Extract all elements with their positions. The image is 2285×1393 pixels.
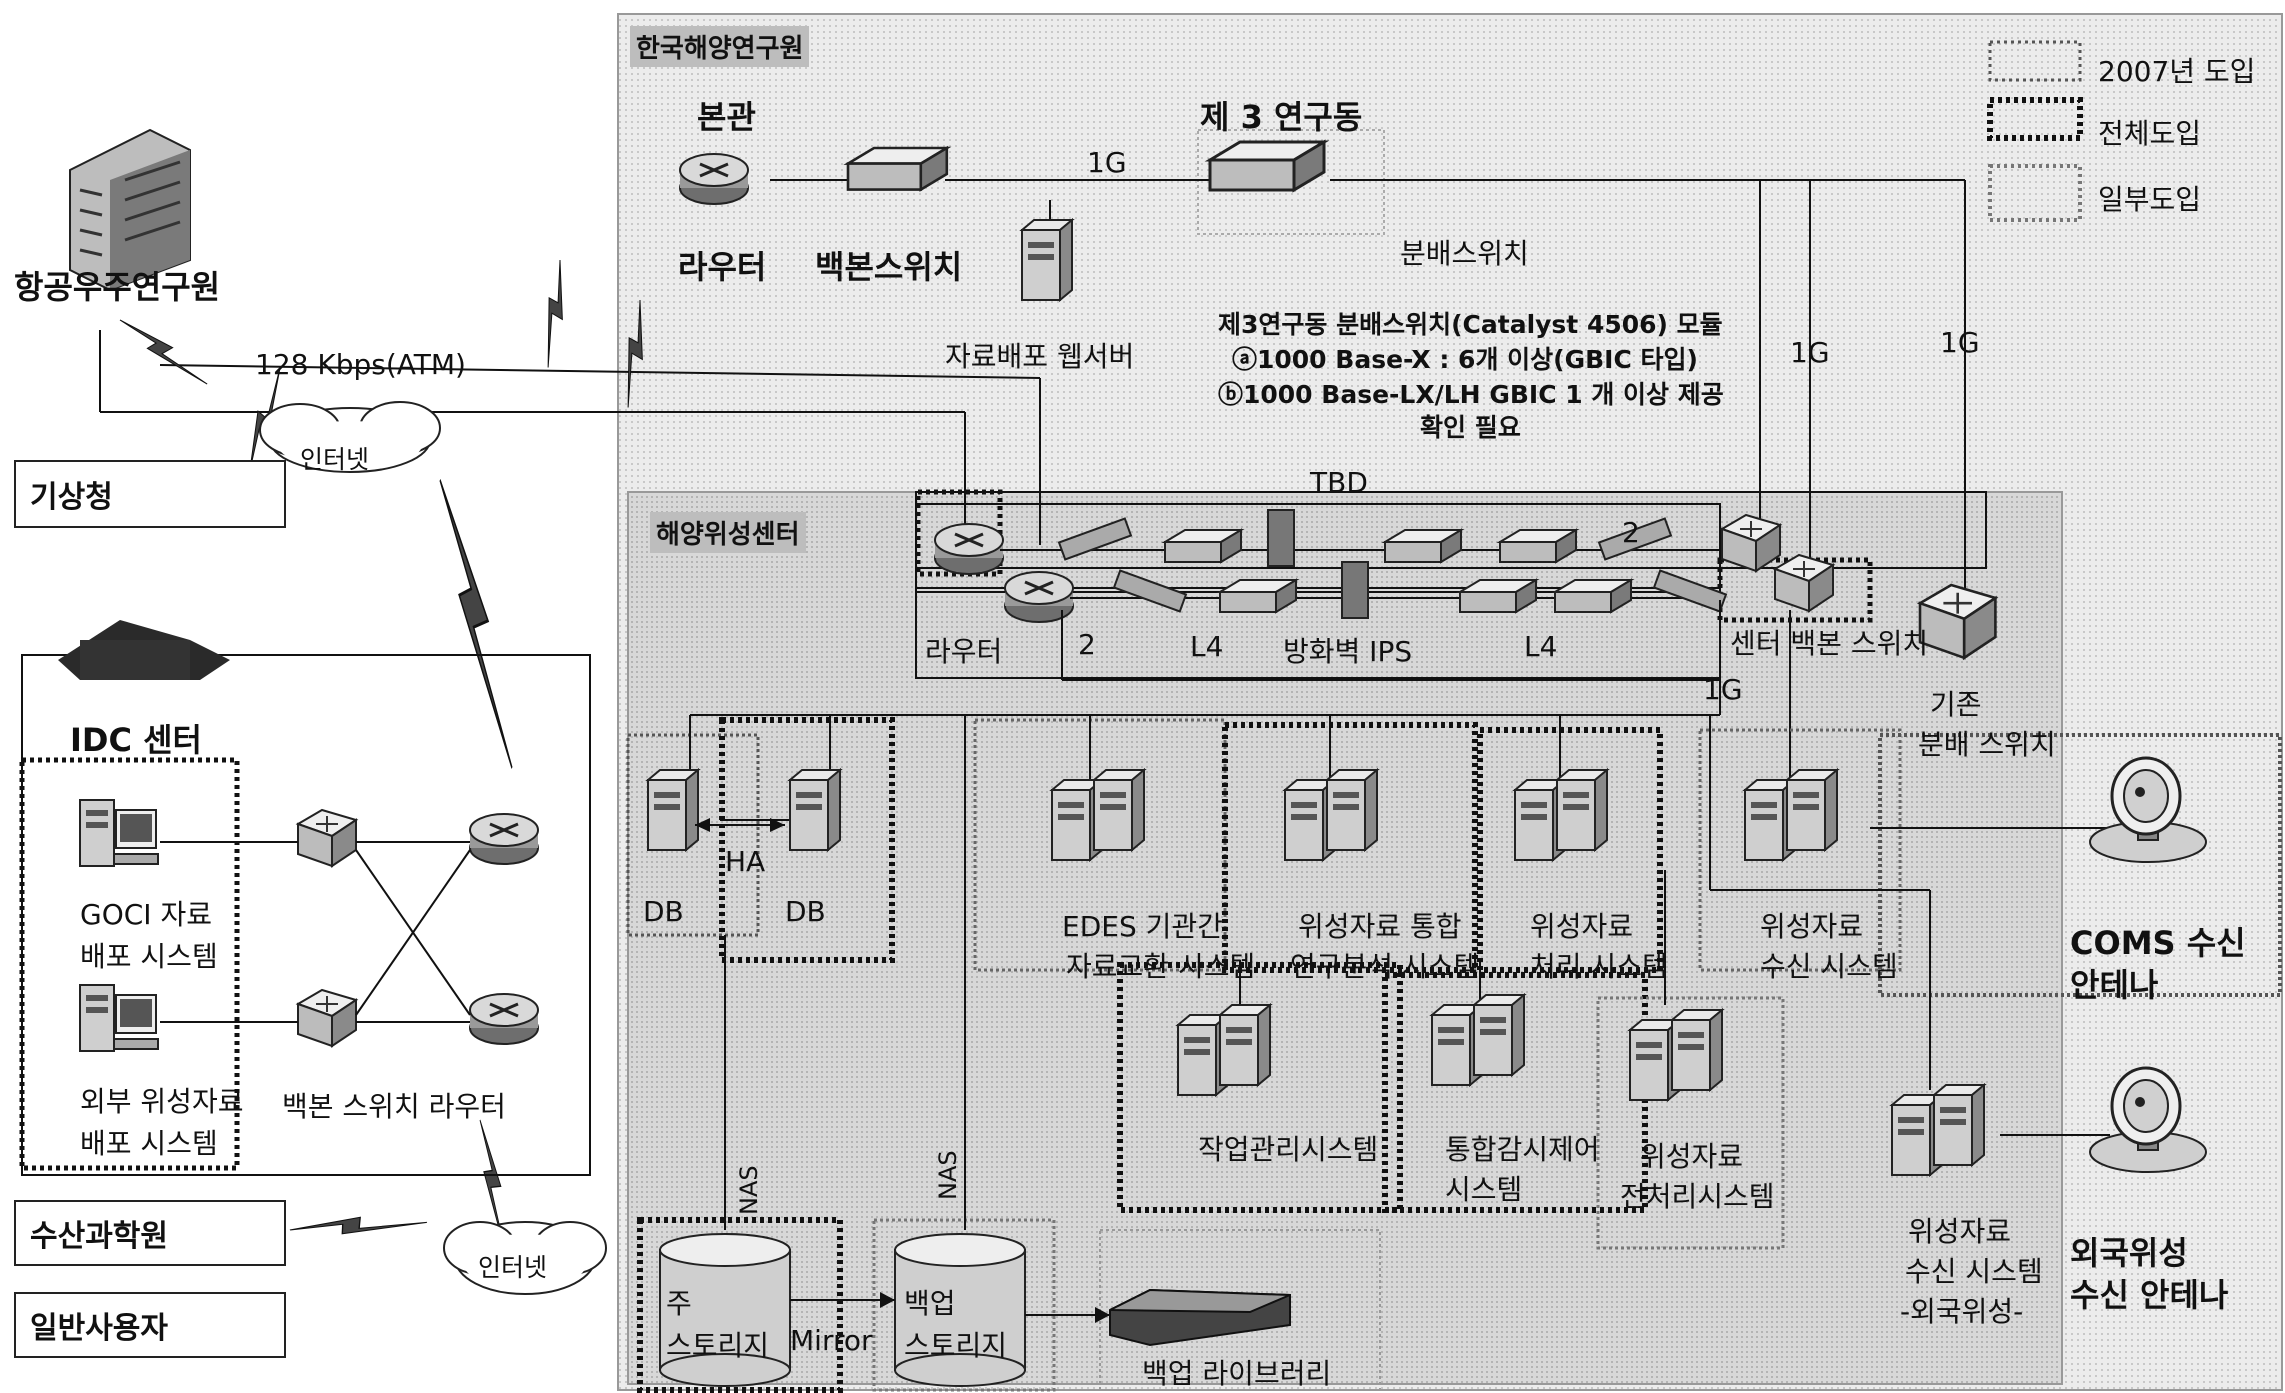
legend-2007-label: 2007년 도입 bbox=[2098, 55, 2256, 88]
integrated-label-1: 위성자료 통합 bbox=[1298, 910, 1462, 943]
internet-cloud-top bbox=[259, 401, 441, 473]
note-line-2: ⓐ1000 Base-X : 6개 이상(GBIC 타입) bbox=[1232, 345, 1698, 374]
backup-storage-label-2: 스토리지 bbox=[904, 1329, 1008, 1362]
num2-a: 2 bbox=[1078, 628, 1096, 661]
backup-library-icon bbox=[1109, 1288, 1291, 1347]
legend-box-partial bbox=[1988, 164, 2082, 222]
ha-label: HA bbox=[725, 845, 766, 878]
building3-label: 제 3 연구동 bbox=[1200, 98, 1363, 136]
db-box-a bbox=[626, 733, 760, 937]
kari-label: 항공우주연구원 bbox=[14, 268, 221, 306]
backup-storage-label-1: 백업 bbox=[904, 1287, 956, 1320]
receive-label-1: 위성자료 bbox=[1760, 910, 1864, 943]
coms-antenna-label-2: 안테나 bbox=[2070, 966, 2159, 1004]
l4-a-label: L4 bbox=[1190, 630, 1224, 663]
db-b-label: DB bbox=[785, 895, 826, 928]
mirror-label: Mirror bbox=[790, 1324, 873, 1357]
general-users-box: 일반사용자 bbox=[14, 1292, 286, 1358]
center-backbone-label: 센터 백본 스위치 bbox=[1730, 627, 1929, 660]
web-server-label: 자료배포 웹서버 bbox=[945, 340, 1135, 373]
receive-label-2: 수신 시스템 bbox=[1760, 950, 1898, 983]
link-speed-label: 128 Kbps(ATM) bbox=[255, 348, 466, 381]
center-1g-label: 1G bbox=[1703, 673, 1743, 706]
note-line-4: 확인 필요 bbox=[1420, 413, 1521, 442]
l4-b-label: L4 bbox=[1524, 630, 1558, 663]
satellite-center-label: 해양위성센터 bbox=[650, 512, 806, 553]
ext-label-2: 배포 시스템 bbox=[80, 1127, 218, 1160]
link-1g-b: 1G bbox=[1940, 326, 1980, 359]
foreign-rx-label-3: -외국위성- bbox=[1900, 1295, 2024, 1328]
monitor-label-1: 통합감시제어 bbox=[1445, 1133, 1600, 1166]
firewall-ips-label: 방화벽 IPS bbox=[1283, 635, 1413, 668]
tbd-label: TBD bbox=[1310, 466, 1368, 499]
internet-cloud-bottom bbox=[443, 1221, 607, 1295]
main-storage-label-2: 스토리지 bbox=[666, 1329, 770, 1362]
legacy-switch-label-2: 분배 스위치 bbox=[1918, 728, 2056, 761]
satellite-center-zone bbox=[627, 491, 2063, 1385]
legend-box-2007 bbox=[1988, 40, 2082, 82]
coms-antenna-label-1: COMS 수신 bbox=[2070, 924, 2246, 962]
foreign-antenna-label-1: 외국위성 bbox=[2070, 1234, 2188, 1272]
internet-bottom-label: 인터넷 bbox=[478, 1253, 548, 1282]
ext-label-1: 외부 위성자료 bbox=[80, 1085, 244, 1118]
legend-partial-label: 일부도입 bbox=[2098, 183, 2202, 216]
backup-storage-icon bbox=[894, 1233, 1026, 1387]
building3-box bbox=[1197, 129, 1385, 235]
dist-switch-label: 분배스위치 bbox=[1400, 237, 1529, 270]
kiost-zone-label: 한국해양연구원 bbox=[630, 26, 810, 67]
backup-library-label: 백업 라이브러리 bbox=[1142, 1357, 1332, 1390]
monitor-label-2: 시스템 bbox=[1445, 1173, 1523, 1206]
idc-inner-box bbox=[19, 757, 240, 1171]
main-storage-label-1: 주 bbox=[666, 1287, 692, 1320]
internet-top-label: 인터넷 bbox=[300, 445, 370, 474]
legacy-switch-label-1: 기존 bbox=[1930, 688, 1982, 721]
main-storage-icon bbox=[659, 1233, 791, 1387]
preproc-label-1: 위성자료 bbox=[1640, 1140, 1744, 1173]
foreign-rx-label-1: 위성자료 bbox=[1908, 1215, 2012, 1248]
foreign-rx-label-2: 수신 시스템 bbox=[1905, 1255, 2043, 1288]
top-backbone-label: 백본스위치 bbox=[815, 248, 963, 286]
center-router-label: 라우터 bbox=[925, 635, 1003, 668]
nas-a-label: NAS bbox=[735, 1165, 763, 1215]
link-1g-a: 1G bbox=[1790, 336, 1830, 369]
goci-label-1: GOCI 자료 bbox=[80, 898, 212, 931]
legend-full-label: 전체도입 bbox=[2098, 117, 2202, 150]
idc-building-icon bbox=[58, 620, 230, 680]
top-1g-label: 1G bbox=[1087, 146, 1127, 179]
db-box-b bbox=[719, 717, 895, 963]
integrated-label-2: 연구분석 시스템 bbox=[1290, 950, 1480, 983]
edes-label-2: 자료교환 시스템 bbox=[1066, 950, 1256, 983]
processing-label-2: 처리 시스템 bbox=[1530, 950, 1668, 983]
idc-title: IDC 센터 bbox=[70, 721, 202, 759]
goci-label-2: 배포 시스템 bbox=[80, 940, 218, 973]
processing-label-1: 위성자료 bbox=[1530, 910, 1634, 943]
foreign-antenna-label-2: 수신 안테나 bbox=[2070, 1276, 2229, 1314]
db-a-label: DB bbox=[643, 895, 684, 928]
kma-box: 기상청 bbox=[14, 460, 286, 528]
main-building-label: 본관 bbox=[697, 98, 756, 136]
nfrdi-box: 수산과학원 bbox=[14, 1200, 286, 1266]
building-icon bbox=[69, 128, 191, 292]
top-router-label: 라우터 bbox=[678, 248, 767, 286]
note-line-3: ⓑ1000 Base-LX/LH GBIC 1 개 이상 제공 bbox=[1218, 380, 1724, 409]
num2-b: 2 bbox=[1622, 516, 1640, 549]
nas-b-label: NAS bbox=[934, 1150, 962, 1200]
edes-label-1: EDES 기관간 bbox=[1062, 910, 1223, 943]
job-mgmt-label: 작업관리시스템 bbox=[1198, 1133, 1379, 1166]
preproc-label-2: 전처리시스템 bbox=[1620, 1180, 1775, 1213]
note-line-1: 제3연구동 분배스위치(Catalyst 4506) 모듈 bbox=[1218, 310, 1723, 339]
backbone-router-label: 백본 스위치 라우터 bbox=[282, 1090, 506, 1123]
